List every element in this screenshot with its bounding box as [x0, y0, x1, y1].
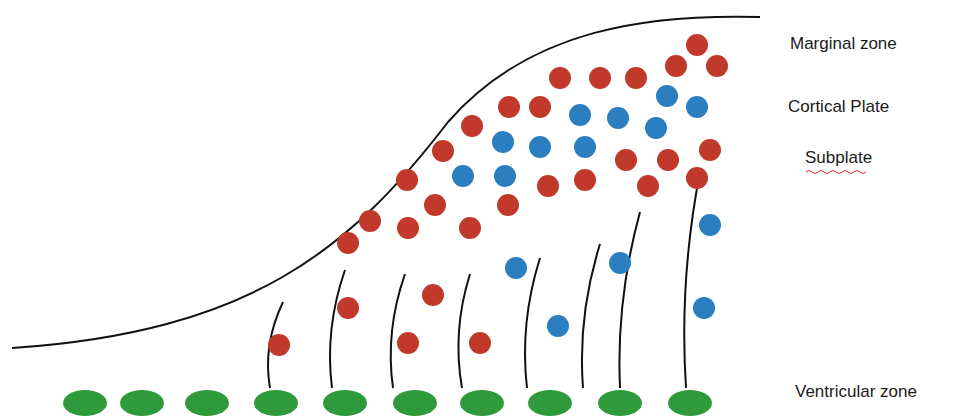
progenitor-cell	[598, 390, 642, 416]
glial-fibre	[619, 212, 640, 388]
progenitor-cell	[393, 390, 437, 416]
neuron-red	[359, 210, 381, 232]
neuron-blue	[505, 257, 527, 279]
neuron-red	[268, 334, 290, 356]
progenitor-cell	[528, 390, 572, 416]
glial-fibre	[582, 244, 600, 388]
neuron-red	[615, 149, 637, 171]
neuron-red	[549, 67, 571, 89]
neuron-red	[397, 332, 419, 354]
zone-label: Ventricular zone	[795, 382, 917, 402]
neuron-red	[529, 96, 551, 118]
neuron-red	[574, 169, 596, 191]
spellcheck-underline	[806, 171, 866, 174]
neuron-cells	[63, 34, 728, 416]
neuron-red	[432, 140, 454, 162]
neuron-red	[497, 194, 519, 216]
zone-label: Subplate	[805, 148, 872, 168]
neuron-blue	[656, 85, 678, 107]
neuron-red	[537, 175, 559, 197]
progenitor-cell	[323, 390, 367, 416]
zone-label: Cortical Plate	[788, 97, 889, 117]
neuron-blue	[452, 165, 474, 187]
zone-label: Marginal zone	[790, 34, 897, 54]
neuron-red	[424, 194, 446, 216]
neuron-red	[589, 67, 611, 89]
pial-surface	[12, 17, 760, 348]
glial-fibre	[458, 274, 470, 388]
neuron-red	[686, 34, 708, 56]
glial-fibre	[684, 172, 700, 388]
neuron-blue	[574, 136, 596, 158]
neuron-red	[657, 149, 679, 171]
progenitor-cell	[460, 390, 504, 416]
neuron-red	[459, 217, 481, 239]
neuron-red	[699, 139, 721, 161]
neuron-red	[498, 96, 520, 118]
neuron-red	[637, 175, 659, 197]
neuron-red	[337, 297, 359, 319]
neuron-blue	[494, 165, 516, 187]
neuron-blue	[693, 297, 715, 319]
neuron-blue	[547, 315, 569, 337]
neuron-blue	[529, 136, 551, 158]
glial-fibre	[525, 258, 540, 388]
neuron-red	[461, 115, 483, 137]
neuron-blue	[607, 107, 629, 129]
progenitor-cell	[63, 390, 107, 416]
neuron-blue	[569, 104, 591, 126]
neuron-red	[337, 232, 359, 254]
neuron-red	[396, 169, 418, 191]
neuron-blue	[699, 214, 721, 236]
neuron-red	[422, 284, 444, 306]
neuron-red	[686, 167, 708, 189]
progenitor-cell	[668, 390, 712, 416]
neuron-blue	[686, 96, 708, 118]
neuron-red	[625, 67, 647, 89]
progenitor-cell	[185, 390, 229, 416]
progenitor-cell	[254, 390, 298, 416]
neuron-red	[397, 217, 419, 239]
neuron-blue	[492, 131, 514, 153]
radial-glia	[268, 172, 700, 388]
neuron-blue	[645, 117, 667, 139]
glial-fibre	[330, 270, 345, 388]
neuron-blue	[609, 252, 631, 274]
glial-fibre	[391, 274, 405, 388]
neuron-red	[665, 55, 687, 77]
progenitor-cell	[120, 390, 164, 416]
neuron-red	[706, 55, 728, 77]
neuron-red	[469, 332, 491, 354]
